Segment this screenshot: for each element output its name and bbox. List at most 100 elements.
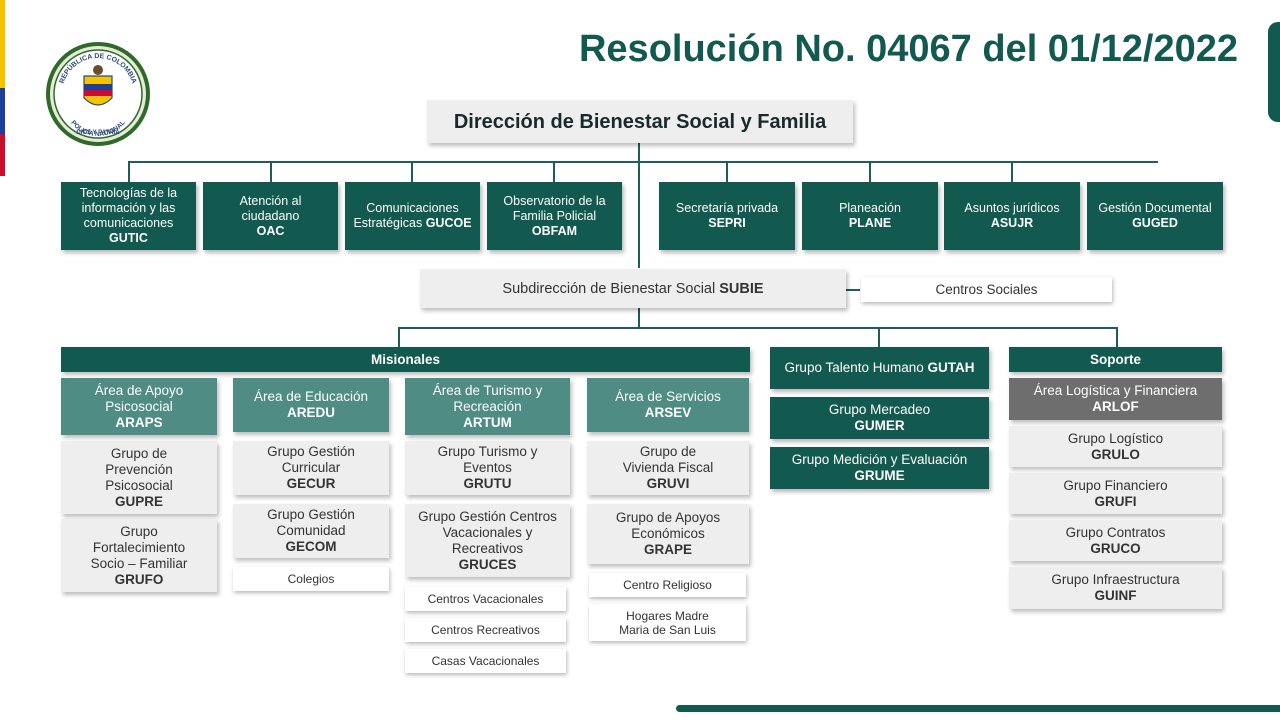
group-box-grape: Grupo de Apoyos Económicos GRAPE bbox=[587, 504, 749, 564]
office-name: Gestión Documental GUGED bbox=[1093, 201, 1218, 231]
group-code: GRUFO bbox=[114, 571, 164, 587]
group-box-grutu: Grupo Turismo y Eventos GRUTU bbox=[405, 441, 570, 495]
office-box-gucoe: Comunicaciones Estratégicas GUCOE bbox=[345, 182, 480, 250]
subdireccion-name: Subdirección de Bienestar Social bbox=[502, 280, 716, 297]
unit-label: Colegios bbox=[287, 572, 335, 586]
office-name: Tecnologías de la información y las comu… bbox=[79, 186, 178, 230]
page-title: Resolución No. 04067 del 01/12/2022 bbox=[578, 28, 1238, 70]
group-code: GRUTU bbox=[463, 476, 512, 491]
group-box-grufo: Grupo Fortalecimiento Socio – Familiar G… bbox=[61, 519, 217, 592]
office-code: SEPRI bbox=[708, 216, 746, 230]
group-name: Grupo Medición y Evaluación bbox=[791, 452, 968, 467]
area-code: ARLOF bbox=[1092, 399, 1139, 414]
group-box-gupre: Grupo de Prevención Psicosocial GUPRE bbox=[61, 441, 217, 514]
centros-sociales-box: Centros Sociales bbox=[861, 277, 1112, 302]
group-name: Grupo de Prevención Psicosocial bbox=[105, 445, 173, 493]
group-code: GRUVI bbox=[646, 476, 690, 491]
group-code: GRUME bbox=[854, 468, 905, 483]
unit-box-casas-vacacionales: Casas Vacacionales bbox=[405, 649, 566, 673]
group-box-grufi: Grupo Financiero GRUFI bbox=[1009, 473, 1222, 514]
group-code: GUINF bbox=[1094, 588, 1137, 603]
connector bbox=[411, 161, 413, 182]
soporte-label: Soporte bbox=[1089, 352, 1141, 367]
office-code: OBFAM bbox=[531, 223, 578, 238]
group-code: GECUR bbox=[286, 476, 336, 491]
soporte-header: Soporte bbox=[1009, 347, 1222, 372]
area-box-arlof: Área Logística y Financiera ARLOF bbox=[1009, 378, 1222, 420]
subdireccion-box: Subdirección de Bienestar Social SUBIE bbox=[420, 269, 846, 308]
connector bbox=[726, 161, 728, 182]
area-name: Área de Servicios bbox=[615, 389, 721, 404]
flag-stripe-blue bbox=[0, 88, 5, 134]
direccion-label: Dirección de Bienestar Social y Familia bbox=[453, 110, 827, 133]
office-name: Atención al ciudadano bbox=[239, 193, 302, 223]
office-box-oac: Atención al ciudadano OAC bbox=[203, 182, 338, 250]
office-name-text: Gestión Documental bbox=[1098, 201, 1212, 215]
group-box-gumer: Grupo Mercadeo GUMER bbox=[770, 397, 989, 439]
office-name: Secretaría privada bbox=[675, 201, 779, 215]
group-code: GRUFI bbox=[1094, 493, 1137, 509]
group-name: Grupo Financiero bbox=[1063, 477, 1168, 493]
group-code: GRUCES bbox=[458, 556, 517, 572]
office-code: OAC bbox=[256, 223, 285, 238]
group-name: Grupo Gestión Comunidad bbox=[267, 507, 355, 538]
flag-stripe-red bbox=[0, 134, 5, 176]
group-name: Grupo Mercadeo bbox=[828, 402, 931, 417]
group-box-grume: Grupo Medición y Evaluación GRUME bbox=[770, 447, 989, 489]
office-code: ASUJR bbox=[990, 216, 1034, 230]
group-box-gecur: Grupo Gestión Curricular GECUR bbox=[233, 441, 389, 495]
connector bbox=[398, 327, 1118, 329]
group-box-grulo: Grupo Logístico GRULO bbox=[1009, 426, 1222, 467]
area-code: ARSEV bbox=[644, 405, 692, 420]
office-code: PLANE bbox=[848, 216, 892, 230]
unit-box-colegios: Colegios bbox=[233, 567, 389, 591]
group-name: Grupo Talento Humano bbox=[784, 360, 924, 375]
area-code: AREDU bbox=[286, 405, 335, 420]
group-name: Grupo Fortalecimiento Socio – Familiar bbox=[90, 523, 188, 571]
unit-label: Hogares Madre Maria de San Luis bbox=[619, 608, 716, 637]
connector bbox=[128, 161, 1158, 163]
connector bbox=[846, 289, 860, 291]
group-code: GUPRE bbox=[114, 493, 163, 509]
unit-label: Centro Religioso bbox=[623, 578, 712, 592]
office-box-plane: Planeación PLANE bbox=[802, 182, 938, 250]
logo-motto: DIOS Y PATRIA bbox=[76, 130, 120, 136]
group-name: Grupo Infraestructura bbox=[1051, 572, 1180, 587]
unit-box-hogares-madre: Hogares Madre Maria de San Luis bbox=[589, 604, 746, 641]
office-name-text: Comunicaciones Estratégicas bbox=[353, 201, 459, 230]
unit-box-centros-recreativos: Centros Recreativos bbox=[405, 618, 566, 642]
area-code: ARAPS bbox=[115, 414, 163, 430]
office-box-guged: Gestión Documental GUGED bbox=[1087, 182, 1223, 250]
office-code: GUTIC bbox=[109, 231, 148, 245]
centros-sociales-label: Centros Sociales bbox=[935, 281, 1038, 297]
group-box-guinf: Grupo Infraestructura GUINF bbox=[1009, 567, 1222, 609]
unit-box-centro-religioso: Centro Religioso bbox=[589, 573, 746, 597]
area-name: Área Logística y Financiera bbox=[1033, 383, 1198, 398]
connector bbox=[869, 161, 871, 182]
connector bbox=[128, 161, 130, 182]
office-code: GUGED bbox=[1132, 216, 1178, 230]
unit-label: Centros Recreativos bbox=[431, 623, 540, 637]
subdireccion-label: Subdirección de Bienestar Social SUBIE bbox=[502, 281, 763, 297]
group-name: Grupo Gestión Curricular bbox=[267, 444, 355, 475]
office-code: GUCOE bbox=[425, 216, 472, 230]
connector bbox=[1116, 327, 1118, 347]
police-emblem-logo: REPÚBLICA DE COLOMBIA POLICÍA NACIONAL D… bbox=[46, 42, 150, 146]
office-box-gutic: Tecnologías de la información y las comu… bbox=[61, 182, 196, 250]
area-box-artum: Área de Turismo y Recreación ARTUM bbox=[405, 378, 570, 435]
group-box-gruco: Grupo Contratos GRUCO bbox=[1009, 520, 1222, 561]
misionales-label: Misionales bbox=[370, 352, 441, 367]
group-label: Grupo Talento Humano GUTAH bbox=[784, 360, 974, 376]
connector bbox=[638, 143, 640, 268]
group-code: GRAPE bbox=[643, 542, 692, 557]
group-code: GRUCO bbox=[1090, 540, 1141, 556]
group-box-gutah: Grupo Talento Humano GUTAH bbox=[770, 347, 989, 389]
group-box-gecom: Grupo Gestión Comunidad GECOM bbox=[233, 504, 389, 558]
unit-box-centros-vacacionales: Centros Vacacionales bbox=[405, 587, 566, 611]
connector bbox=[270, 161, 272, 182]
office-name: Asuntos jurídicos bbox=[964, 201, 1060, 215]
office-name: Planeación bbox=[839, 201, 901, 215]
group-name: Grupo Logístico bbox=[1067, 430, 1164, 446]
group-box-gruces: Grupo Gestión Centros Vacacionales y Rec… bbox=[405, 504, 570, 577]
unit-label: Casas Vacacionales bbox=[431, 654, 540, 668]
